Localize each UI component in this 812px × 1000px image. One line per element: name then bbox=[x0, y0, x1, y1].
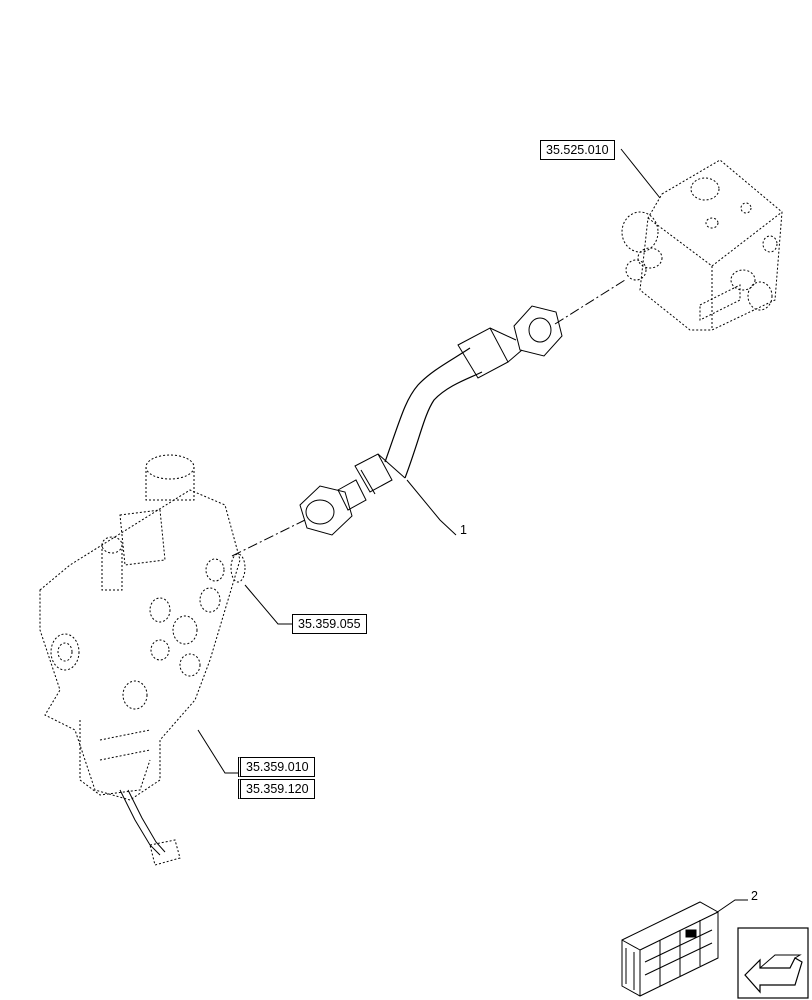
valve-block bbox=[621, 159, 783, 331]
leader-hose bbox=[406, 479, 457, 536]
centerline-lower bbox=[231, 519, 306, 557]
control-valve bbox=[39, 454, 246, 866]
ref-valve-block[interactable]: 35.525.010 bbox=[540, 140, 615, 160]
ref-control-valve-b[interactable]: 35.359.120 bbox=[238, 779, 315, 799]
centerline-upper bbox=[554, 279, 626, 325]
leader-kit bbox=[715, 899, 748, 914]
callout-kit-box: 2 bbox=[751, 889, 758, 903]
ref-control-valve-a[interactable]: 35.359.010 bbox=[238, 757, 315, 777]
leader-valve-block bbox=[620, 148, 661, 199]
arrow-icon[interactable] bbox=[737, 927, 809, 999]
leader-control-valve bbox=[197, 729, 240, 774]
leader-port bbox=[244, 584, 295, 625]
callout-hose: 1 bbox=[460, 523, 467, 537]
kit-box bbox=[621, 901, 719, 997]
hydraulic-hose bbox=[299, 305, 563, 536]
ref-control-valve-port[interactable]: 35.359.055 bbox=[292, 614, 367, 634]
